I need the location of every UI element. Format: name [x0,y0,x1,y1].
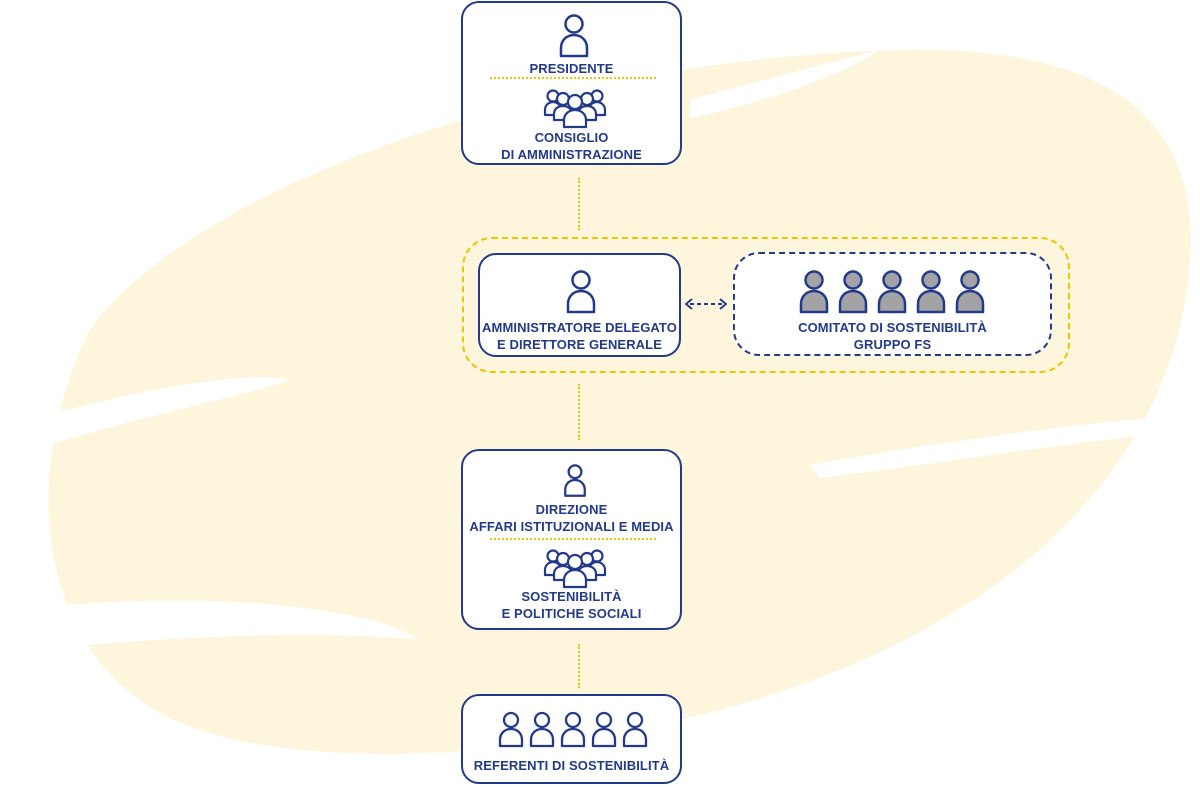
five-persons-gray-icon [798,268,986,314]
comitato-label: COMITATO DI SOSTENIBILITÀ GRUPPO FS [798,320,987,352]
person-icon [563,462,587,498]
five-persons-icon [498,710,648,748]
connector-2 [578,384,580,440]
amministratore-label: AMMINISTRATORE DELEGATO E DIRETTORE GENE… [482,320,677,352]
sostenibilita-label: SOSTENIBILITÀ E POLITICHE SOCIALI [501,589,642,621]
box-direzione-sostenibilita: DIREZIONE AFFARI ISTITUZIONALI E MEDIA S… [461,449,682,630]
group-icon [543,85,607,129]
box-referenti: REFERENTI DI SOSTENIBILITÀ [461,694,682,784]
governance-group-frame [462,237,1070,373]
person-icon [565,268,597,314]
box-amministratore: AMMINISTRATORE DELEGATO E DIRETTORE GENE… [478,253,681,357]
bidirectional-arrow-icon [685,298,727,310]
referenti-label: REFERENTI DI SOSTENIBILITÀ [473,758,670,773]
box-presidente-consiglio: PRESIDENTE CONSIGLIO DI AMMINISTRAZIONE [461,1,682,165]
separator [490,77,656,79]
direzione-label: DIREZIONE AFFARI ISTITUZIONALI E MEDIA [469,502,674,534]
presidente-label: PRESIDENTE [529,61,614,76]
connector-3 [578,644,580,688]
consiglio-label: CONSIGLIO DI AMMINISTRAZIONE [501,130,642,162]
box-comitato: COMITATO DI SOSTENIBILITÀ GRUPPO FS [733,252,1052,356]
person-icon [558,12,590,58]
connector-1 [578,178,580,230]
separator [490,538,656,540]
group-icon [543,545,607,589]
